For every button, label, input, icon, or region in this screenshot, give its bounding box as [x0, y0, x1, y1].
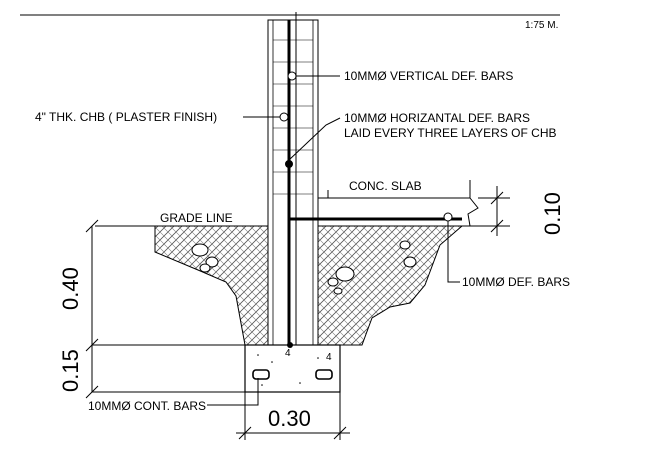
dim-footing-thk: 0.15: [58, 349, 83, 392]
rocks: [191, 240, 417, 295]
conc-slab-label: CONC. SLAB: [349, 179, 422, 193]
leaders: [207, 75, 460, 406]
horizontal-bars-label-1: 10MMØ HORIZANTAL DEF. BARS: [344, 111, 530, 125]
svg-text:4: 4: [285, 348, 291, 359]
svg-text:4: 4: [326, 352, 332, 363]
vertical-bars-label: 10MMØ VERTICAL DEF. BARS: [344, 69, 513, 83]
horizontal-bars-label-2: LAID EVERY THREE LAYERS OF CHB: [344, 126, 557, 140]
scale-text: 1:75 M.: [525, 20, 558, 31]
chb-wall: [267, 19, 319, 346]
grade-line-label: GRADE LINE: [160, 211, 233, 225]
def-bars-label: 10MMØ DEF. BARS: [462, 275, 570, 289]
earth-hatch-left: [154, 225, 269, 346]
slab-break-line: [467, 180, 479, 227]
earth-hatch-right: [317, 225, 464, 346]
bar-markers: [279, 71, 453, 222]
cont-bars-label: 10MMØ CONT. BARS: [88, 399, 206, 413]
chb-label: 4" THK. CHB ( PLASTER FINISH): [35, 110, 217, 124]
footing: 4 4: [244, 342, 341, 393]
dim-footing-width: 0.30: [268, 406, 311, 431]
dim-slab: 0.10: [540, 192, 565, 235]
dim-depth: 0.40: [58, 267, 83, 310]
dimension-lines: [85, 186, 510, 440]
